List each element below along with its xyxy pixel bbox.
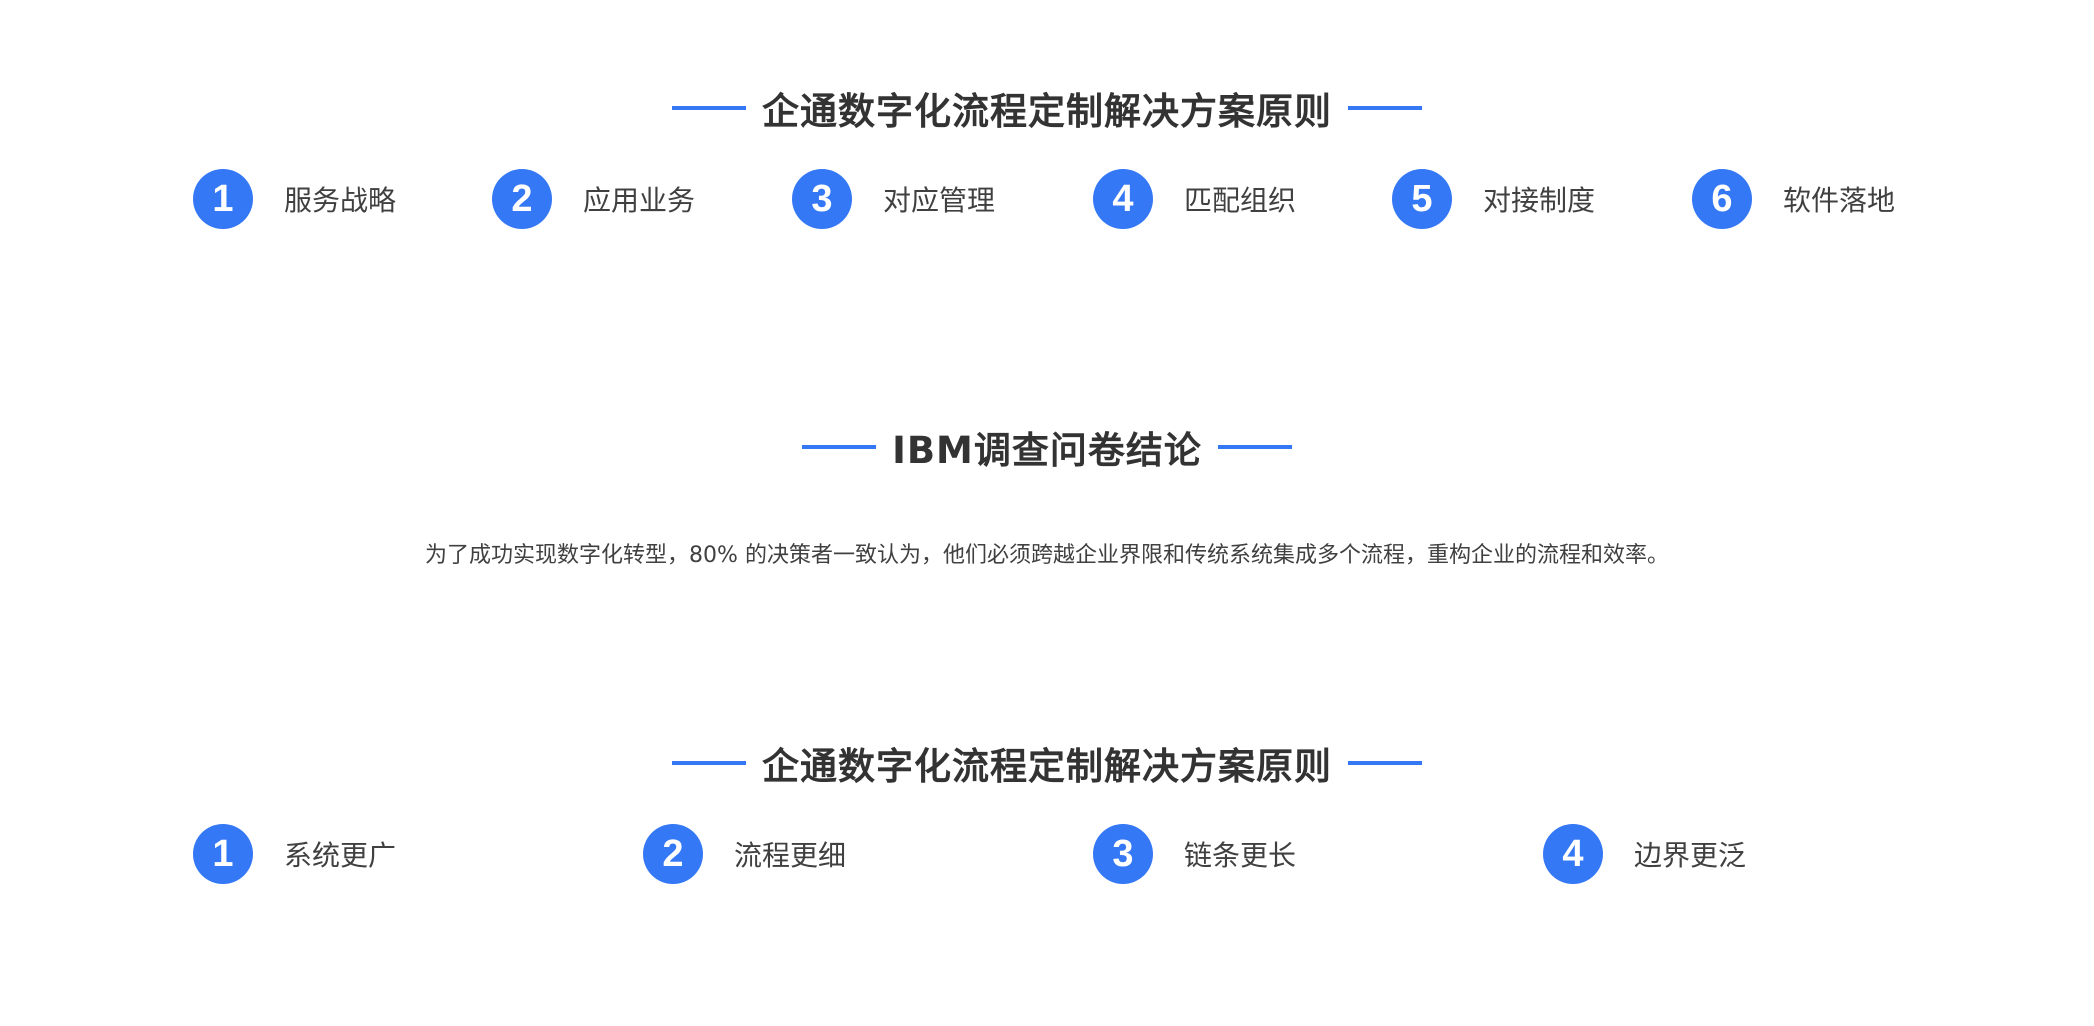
number-badge: 2: [643, 824, 703, 884]
section-title-text: 企通数字化流程定制解决方案原则: [762, 90, 1332, 133]
section-title-text: 企通数字化流程定制解决方案原则: [762, 745, 1332, 788]
principle-label: 边界更泛: [1634, 839, 1747, 872]
principle-item: 1 服务战略: [193, 169, 396, 229]
principle-item: 4 边界更泛: [1543, 824, 1746, 884]
title-divider-left: [672, 761, 746, 765]
survey-conclusion-text: 为了成功实现数字化转型，80% 的决策者一致认为，他们必须跨越企业界限和传统系统…: [425, 543, 1669, 568]
principle-label: 服务战略: [284, 184, 397, 217]
principle-item: 3 链条更长: [1093, 824, 1296, 884]
number-badge: 4: [1093, 169, 1153, 229]
principle-label: 系统更广: [284, 839, 397, 872]
number-badge: 1: [193, 169, 253, 229]
principle-label: 匹配组织: [1184, 184, 1297, 217]
principle-item: 1 系统更广: [193, 824, 396, 884]
principle-label: 软件落地: [1783, 184, 1896, 217]
number-badge: 5: [1392, 169, 1452, 229]
principle-item: 4 匹配组织: [1093, 169, 1296, 229]
section-title-ibm: IBM调查问卷结论: [0, 420, 2094, 474]
number-badge: 1: [193, 824, 253, 884]
title-divider-right: [1217, 445, 1292, 449]
section-title-text: IBM调查问卷结论: [892, 429, 1202, 472]
principle-label: 链条更长: [1184, 839, 1297, 872]
number-badge: 2: [492, 169, 552, 229]
number-badge: 3: [1093, 824, 1153, 884]
principle-label: 流程更细: [734, 839, 847, 872]
section-title-principles: 企通数字化流程定制解决方案原则: [0, 81, 2094, 135]
principle-label: 应用业务: [583, 184, 696, 217]
principle-item: 2 流程更细: [643, 824, 846, 884]
principle-label: 对应管理: [883, 184, 996, 217]
title-divider-right: [1348, 106, 1422, 110]
number-badge: 3: [792, 169, 852, 229]
number-badge: 6: [1692, 169, 1752, 229]
principle-item: 6 软件落地: [1692, 169, 1895, 229]
title-divider-left: [802, 445, 877, 449]
principle-item: 2 应用业务: [492, 169, 695, 229]
title-divider-right: [1348, 761, 1422, 765]
title-divider-left: [672, 106, 746, 110]
principle-label: 对接制度: [1483, 184, 1596, 217]
principle-item: 5 对接制度: [1392, 169, 1595, 229]
principle-item: 3 对应管理: [792, 169, 995, 229]
section-title-principles-2: 企通数字化流程定制解决方案原则: [0, 736, 2094, 790]
number-badge: 4: [1543, 824, 1603, 884]
